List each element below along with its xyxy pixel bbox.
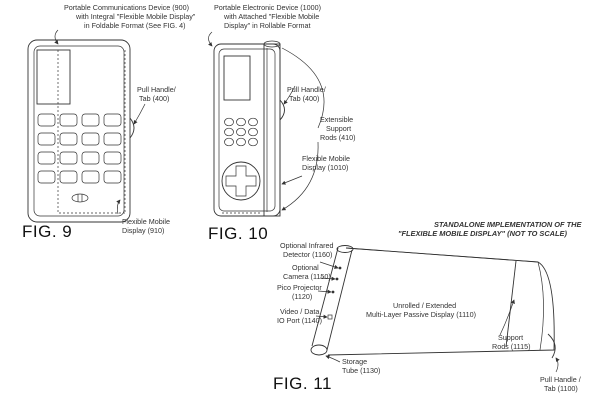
fig11-camera-2: Camera (1150) [283, 272, 331, 281]
fig9-pull-handle-2: Tab (400) [139, 94, 169, 103]
fig11-tube-1: Storage [342, 357, 367, 366]
fig11-heading-2: "FLEXIBLE MOBILE DISPLAY" (NOT TO SCALE) [398, 229, 567, 238]
fig9-keypad [37, 113, 122, 184]
fig11-infrared-2: Detector (1160) [283, 250, 332, 259]
fig11-camera-1: Optional [292, 263, 319, 272]
fig11-rods-2: Rods (1115) [492, 342, 530, 351]
fig9-title-1: Portable Communications Device (900) [64, 3, 189, 12]
fig10-rods-leader-bottom [281, 141, 319, 211]
fig10-rods-2: Support [326, 124, 351, 133]
fig10-rods-3: Rods (410) [320, 133, 356, 142]
fig11-pull-2: Tab (1100) [544, 384, 578, 393]
fig9-display-2: Display (910) [122, 226, 164, 235]
fig11-camera-leader [319, 276, 336, 281]
fig9-device [27, 39, 135, 223]
fig10-dpad [221, 161, 261, 201]
fig10-caption: FIG. 10 [208, 224, 268, 243]
fig11-rods-leader [499, 299, 515, 336]
fig10-device [213, 40, 285, 217]
fig10-rods-leader-top [281, 47, 325, 129]
fig10-title-3: Display" in Rollable Format [224, 21, 310, 30]
fig11-io-2: IO Port (1140) [277, 316, 322, 325]
fig9-caption: FIG. 9 [22, 222, 72, 241]
fig9-tab-leader [133, 103, 146, 125]
fig10-display-1: Flexible Mobile [302, 154, 350, 163]
fig11-pico-1: Pico Projector [277, 283, 322, 292]
fig9-title-3: in Foldable Format (See FIG. 4) [84, 21, 185, 30]
fig11-rods-1: Support [498, 333, 523, 342]
fig11-pull-1: Pull Handle / [540, 375, 581, 384]
fig11-tube-leader [325, 355, 341, 363]
fig10-display-2: Display (1010) [302, 163, 348, 172]
fig10-keypad [224, 117, 258, 147]
fig9-title-leader [54, 29, 59, 45]
fig11-io-1: Video / Data [280, 307, 319, 316]
fig11-io-leader [315, 314, 328, 319]
fig11-infrared-leader [319, 261, 339, 269]
fig9-display-leader [116, 199, 121, 215]
fig9-title-2: with Integral "Flexible Mobile Display" [75, 12, 196, 21]
fig11-device [310, 245, 556, 359]
fig11-pico-leader [317, 289, 332, 294]
fig10-tab-leader [283, 85, 296, 105]
fig11-infrared-1: Optional Infrared [280, 241, 334, 250]
fig11-tube-2: Tube (1130) [342, 366, 380, 375]
fig11-caption: FIG. 11 [273, 374, 332, 393]
fig11-pico-2: (1120) [292, 292, 312, 301]
fig9-display-1: Flexible Mobile [122, 217, 170, 226]
fig11-display-1: Unrolled / Extended [393, 301, 456, 310]
fig11-display-2: Multi-Layer Passive Display (1110) [366, 310, 476, 319]
fig11-tube-end [310, 344, 328, 356]
fig10-pull-handle-2: Tab (400) [289, 94, 319, 103]
fig10-title-2: with Attached "Flexible Mobile [223, 12, 319, 21]
fig11-pull-leader [555, 357, 560, 373]
fig9-pull-handle-1: Pull Handle/ [137, 85, 176, 94]
fig10-rods-1: Extensible [320, 115, 353, 124]
fig10-pull-handle-1: Pull Handle/ [287, 85, 326, 94]
fig10-display-leader [281, 175, 303, 185]
fig10-title-leader [208, 31, 213, 47]
fig10-title-1: Portable Electronic Device (1000) [214, 3, 321, 12]
fig11-heading-1: STANDALONE IMPLEMENTATION OF THE [434, 220, 582, 229]
